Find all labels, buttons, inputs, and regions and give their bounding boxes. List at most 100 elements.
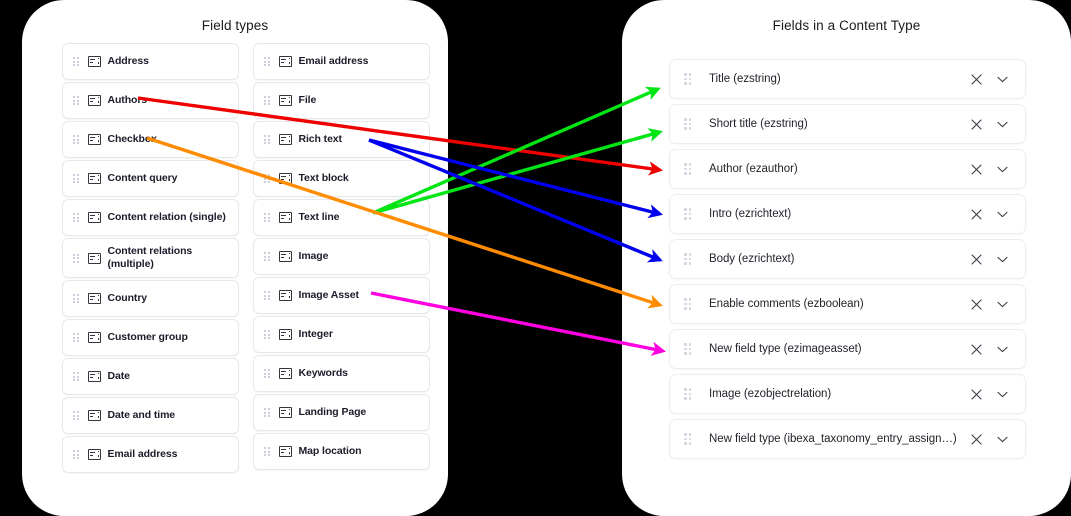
field-type-item[interactable]: Landing Page [253,394,430,431]
chevron-down-icon[interactable] [991,203,1013,225]
field-type-item[interactable]: Customer group [62,319,239,356]
field-type-item-label: Authors [107,94,148,106]
content-type-field-row[interactable]: Enable comments (ezboolean) [669,284,1026,324]
field-type-item[interactable]: Keywords [253,355,430,392]
field-type-item[interactable]: Map location [253,433,430,470]
drag-handle-icon[interactable] [684,73,691,85]
content-type-field-label: Image (ezobjectrelation) [709,388,832,400]
drag-handle-icon[interactable] [73,253,79,263]
chevron-down-icon[interactable] [991,68,1013,90]
drag-handle-icon[interactable] [684,298,691,310]
drag-handle-icon[interactable] [684,253,691,265]
drag-handle-icon[interactable] [264,291,270,300]
drag-handle-icon[interactable] [264,369,270,378]
drag-handle-icon[interactable] [684,388,691,400]
field-type-item[interactable]: Text line [253,199,430,236]
chevron-down-icon[interactable] [991,428,1013,450]
content-type-fields-panel-title: Fields in a Content Type [772,18,921,33]
drag-handle-icon[interactable] [264,252,270,261]
drag-handle-icon[interactable] [684,118,691,130]
content-type-field-row[interactable]: Short title (ezstring) [669,104,1026,144]
drag-handle-icon[interactable] [73,213,79,222]
chevron-down-icon[interactable] [991,113,1013,135]
field-type-item[interactable]: Content relation (single) [62,199,239,236]
close-icon[interactable] [965,383,987,405]
field-type-item[interactable]: Integer [253,316,430,353]
close-icon[interactable] [965,113,987,135]
drag-handle-icon[interactable] [73,411,79,420]
content-type-field-row[interactable]: Title (ezstring) [669,59,1026,99]
field-type-icon [278,173,292,184]
content-type-fields-panel: Fields in a Content Type Title (ezstring… [622,0,1071,516]
drag-handle-icon[interactable] [264,135,270,144]
field-type-item[interactable]: Image [253,238,430,275]
field-type-item-label: Email address [107,448,178,460]
field-type-item[interactable]: Checkbox [62,121,239,158]
content-type-field-row[interactable]: New field type (ibexa_taxonomy_entry_ass… [669,419,1026,459]
drag-handle-icon[interactable] [264,408,270,417]
field-type-item[interactable]: Authors [62,82,239,119]
field-type-item[interactable]: Email address [62,436,239,473]
drag-handle-icon[interactable] [684,208,691,220]
close-icon[interactable] [965,248,987,270]
field-type-item[interactable]: Content relations (multiple) [62,238,239,278]
drag-handle-icon[interactable] [73,174,79,183]
field-type-icon [87,252,101,264]
content-type-field-row[interactable]: Image (ezobjectrelation) [669,374,1026,414]
chevron-down-icon[interactable] [991,158,1013,180]
field-type-item-label: Keywords [298,367,348,379]
drag-handle-icon[interactable] [684,433,691,445]
content-type-field-label: Body (ezrichtext) [709,253,795,265]
field-type-item[interactable]: File [253,82,430,119]
field-type-item-label: Date and time [107,409,176,421]
drag-handle-icon[interactable] [73,450,79,459]
content-type-field-row[interactable]: Intro (ezrichtext) [669,194,1026,234]
field-type-item[interactable]: Text block [253,160,430,197]
drag-handle-icon[interactable] [684,343,691,355]
field-type-item[interactable]: Content query [62,160,239,197]
chevron-down-icon[interactable] [991,383,1013,405]
field-type-item-label: Content relation (single) [107,211,226,223]
drag-handle-icon[interactable] [73,135,79,144]
close-icon[interactable] [965,293,987,315]
chevron-down-icon[interactable] [991,293,1013,315]
drag-handle-icon[interactable] [264,57,270,66]
drag-handle-icon[interactable] [73,96,79,105]
field-type-item[interactable]: Date and time [62,397,239,434]
field-type-item-label: Rich text [298,133,343,145]
drag-handle-icon[interactable] [73,294,79,303]
chevron-down-icon[interactable] [991,248,1013,270]
drag-handle-icon[interactable] [73,372,79,381]
close-icon[interactable] [965,158,987,180]
drag-handle-icon[interactable] [264,330,270,339]
field-type-item-label: Text block [298,172,349,184]
field-types-panel-title: Field types [201,18,269,33]
field-type-item-label: File [298,94,317,106]
drag-handle-icon[interactable] [684,163,691,175]
drag-handle-icon[interactable] [264,174,270,183]
field-type-item[interactable]: Country [62,280,239,317]
drag-handle-icon[interactable] [73,57,79,66]
chevron-down-icon[interactable] [991,338,1013,360]
field-type-item[interactable]: Image Asset [253,277,430,314]
drag-handle-icon[interactable] [264,213,270,222]
field-type-item[interactable]: Email address [253,43,430,80]
close-icon[interactable] [965,428,987,450]
field-type-item[interactable]: Rich text [253,121,430,158]
drag-handle-icon[interactable] [264,96,270,105]
field-type-item[interactable]: Address [62,43,239,80]
content-type-field-row[interactable]: Body (ezrichtext) [669,239,1026,279]
close-icon[interactable] [965,68,987,90]
close-icon[interactable] [965,338,987,360]
field-type-item-label: Image [298,250,329,262]
close-icon[interactable] [965,203,987,225]
drag-handle-icon[interactable] [264,447,270,456]
field-type-item-label: Integer [298,328,333,340]
field-type-item-label: Landing Page [298,406,367,418]
content-type-field-row[interactable]: Author (ezauthor) [669,149,1026,189]
field-type-item[interactable]: Date [62,358,239,395]
drag-handle-icon[interactable] [73,333,79,342]
content-type-field-row[interactable]: New field type (ezimageasset) [669,329,1026,369]
